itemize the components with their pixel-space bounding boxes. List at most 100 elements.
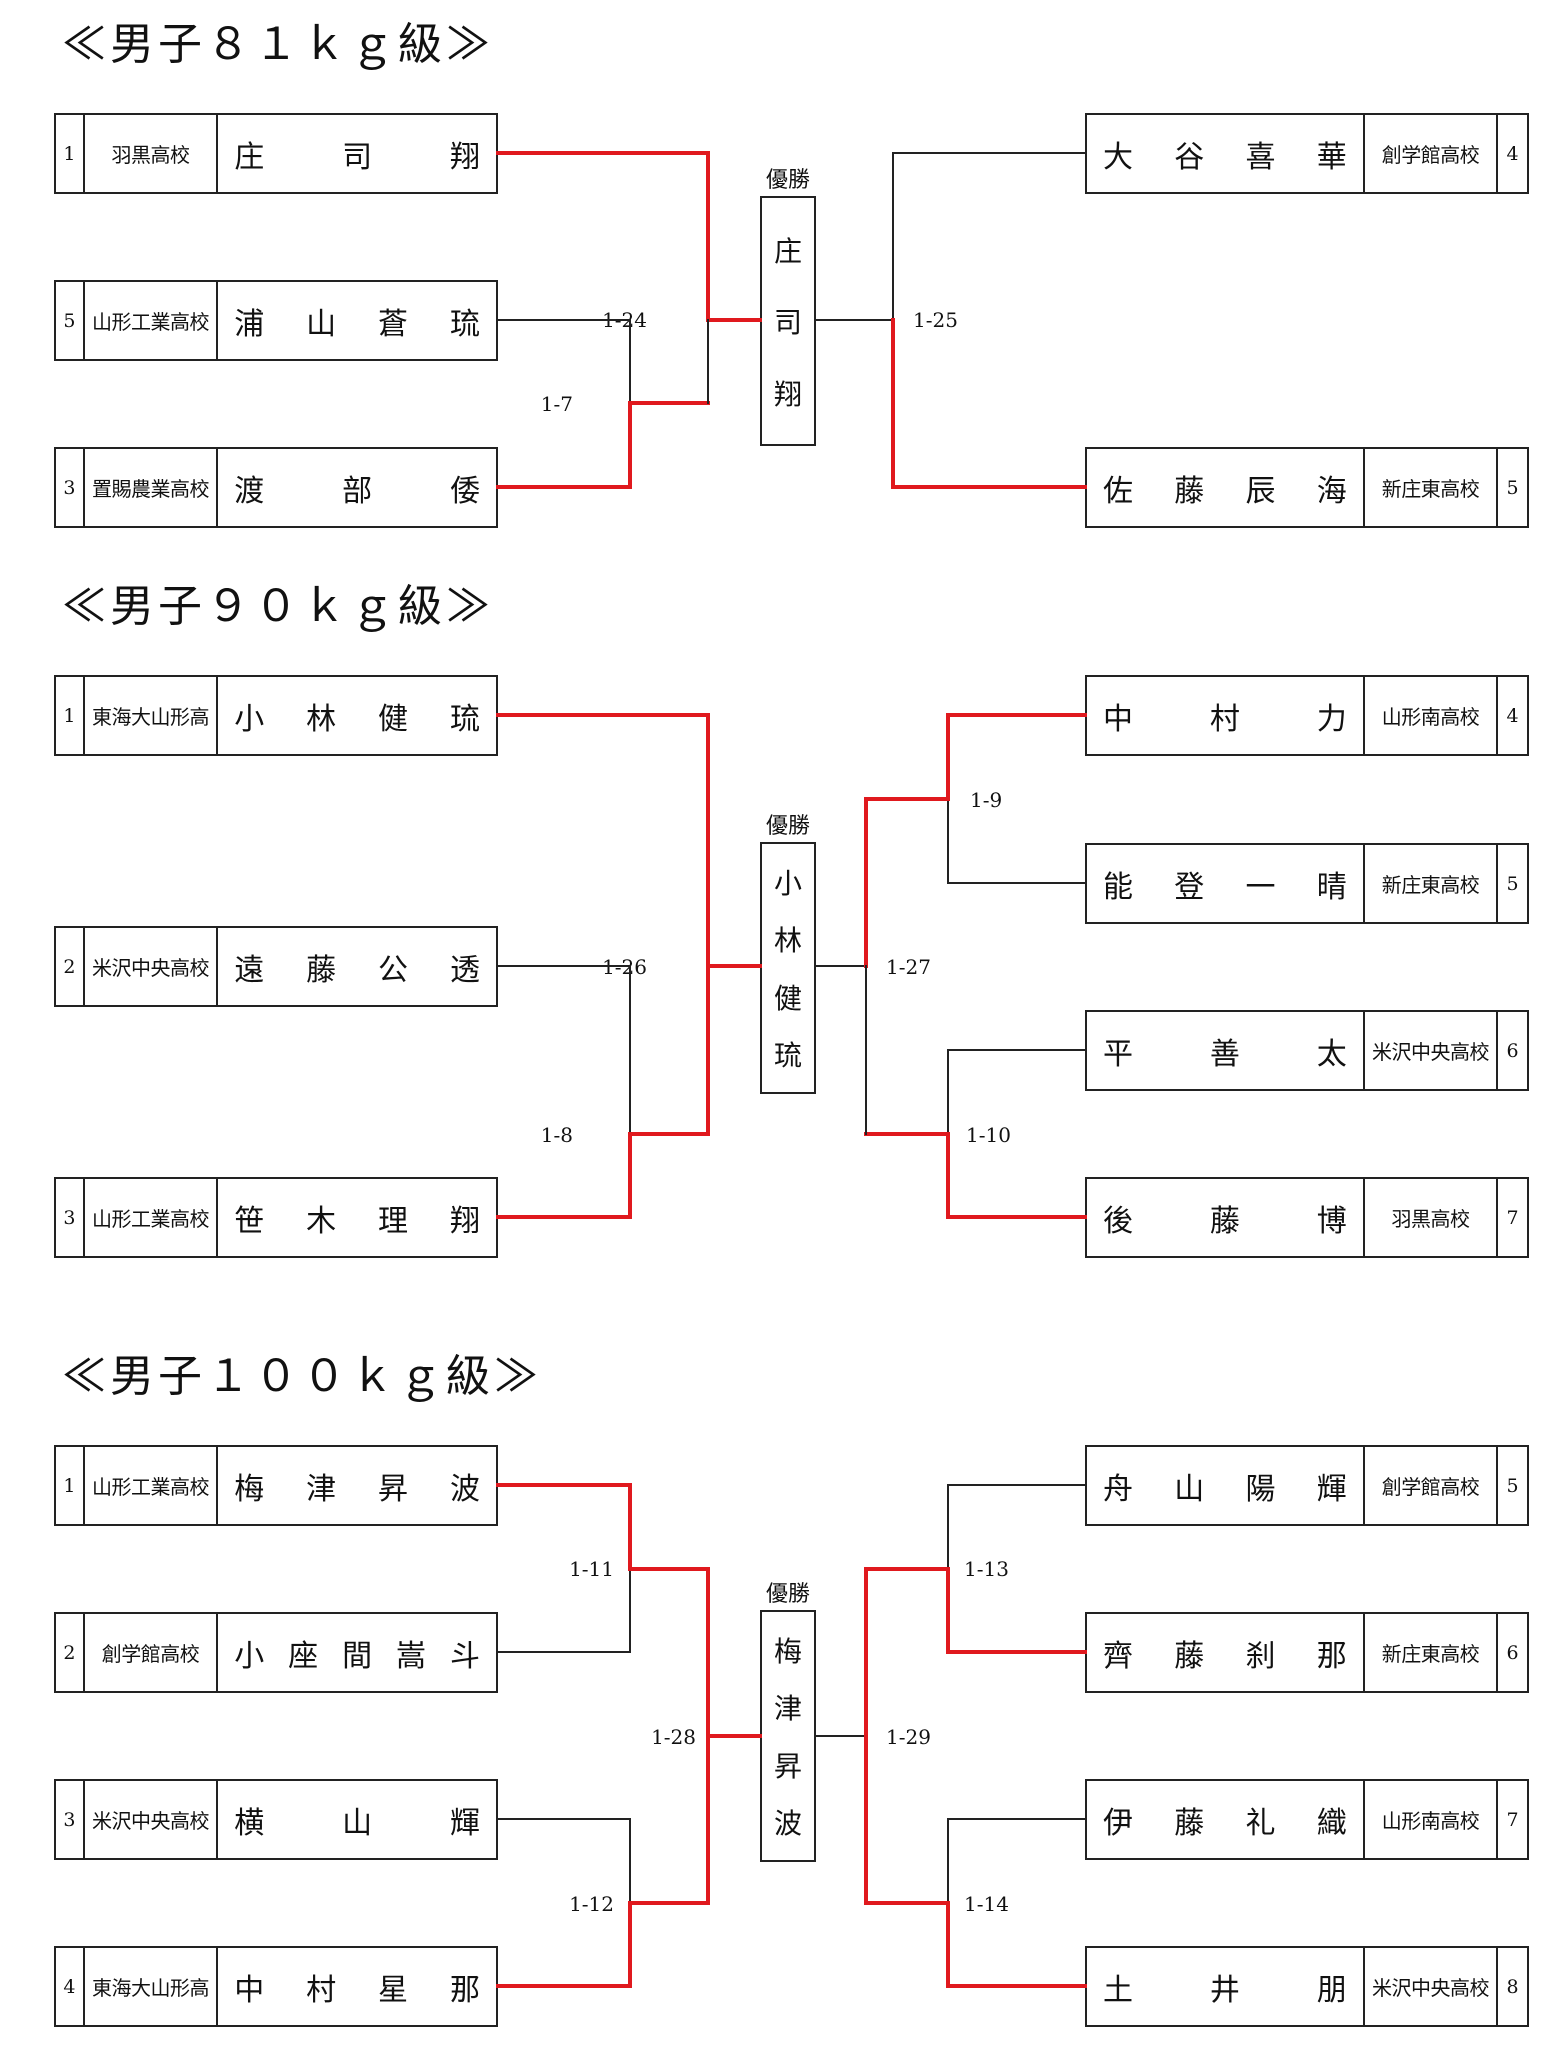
name-char: 太 [1316, 1036, 1347, 1072]
name-char: 渡 [234, 473, 265, 509]
name-char: 蒼 [378, 306, 409, 342]
name-char: 間 [342, 1638, 373, 1674]
school-name: 山形南高校 [1365, 677, 1499, 754]
seed-number: 5 [1506, 476, 1519, 499]
player-name: 土井朋 [1087, 1948, 1365, 2025]
name-char: 公 [378, 952, 409, 988]
name-char: 笹 [234, 1203, 265, 1239]
name-char: 舟 [1103, 1471, 1133, 1507]
school-name: 羽黒高校 [1365, 1179, 1499, 1256]
champion-char: 昇 [773, 1749, 802, 1783]
name-char: 村 [1209, 701, 1240, 737]
player-name: 小座間嵩斗 [218, 1614, 496, 1691]
name-char: 平 [1103, 1036, 1133, 1072]
player-name: 能登一晴 [1087, 845, 1365, 922]
player-name: 平善太 [1087, 1012, 1365, 1089]
name-char: 司 [342, 139, 373, 175]
seed-number: 7 [1506, 1206, 1519, 1229]
seed-number: 6 [1506, 1641, 1519, 1664]
name-char: 中 [234, 1972, 265, 2008]
name-char: 一 [1245, 869, 1276, 905]
match-number: 1-25 [913, 308, 958, 332]
name-char: 山 [306, 306, 337, 342]
player-name: 渡部倭 [218, 449, 496, 526]
match-number: 1-14 [964, 1892, 1009, 1916]
name-char: 藤 [1174, 1805, 1205, 1841]
seed-number: 1 [56, 677, 85, 754]
name-char: 斗 [449, 1638, 480, 1674]
name-char: 木 [306, 1203, 337, 1239]
seed-number: 4 [56, 1948, 85, 2025]
champion-label: 優勝 [765, 814, 810, 839]
name-char: 藤 [306, 952, 337, 988]
name-char: 土 [1103, 1972, 1133, 2008]
school-name: 山形南高校 [1365, 1781, 1499, 1858]
champion-char: 庄 [773, 234, 802, 268]
name-char: 刹 [1245, 1638, 1276, 1674]
player-name: 大谷喜華 [1087, 115, 1365, 192]
name-char: 津 [306, 1471, 337, 1507]
school-name: 創学館高校 [1365, 115, 1499, 192]
champion-char: 林 [773, 924, 802, 958]
champion-box: 小林健琉 [760, 842, 816, 1094]
name-char: 那 [449, 1972, 480, 2008]
name-char: 星 [378, 1972, 409, 2008]
name-char: 博 [1316, 1203, 1347, 1239]
champion-char: 津 [773, 1692, 802, 1726]
name-char: 座 [288, 1638, 319, 1674]
seed-number: 5 [1506, 1474, 1519, 1497]
player-name: 庄司翔 [218, 115, 496, 192]
seed-number: 2 [56, 928, 85, 1005]
name-char: 晴 [1316, 869, 1347, 905]
name-char: 辰 [1245, 473, 1276, 509]
name-char: 大 [1103, 139, 1133, 175]
match-number: 1-27 [886, 955, 931, 979]
school-name: 山形工業高校 [85, 1179, 219, 1256]
seed-number: 1 [56, 1447, 85, 1524]
player-name: 遠藤公透 [218, 928, 496, 1005]
school-name: 羽黒高校 [85, 115, 219, 192]
name-char: 佐 [1103, 473, 1133, 509]
name-char: 藤 [1174, 473, 1205, 509]
name-char: 那 [1316, 1638, 1347, 1674]
school-name: 米沢中央高校 [85, 928, 219, 1005]
school-name: 山形工業高校 [85, 1447, 219, 1524]
player-name: 佐藤辰海 [1087, 449, 1365, 526]
name-char: 齊 [1103, 1638, 1133, 1674]
champion-char: 波 [773, 1807, 802, 1841]
name-char: 梅 [234, 1471, 265, 1507]
champion-char: 翔 [773, 377, 802, 411]
name-char: 輝 [449, 1805, 480, 1841]
name-char: 力 [1316, 701, 1347, 737]
match-number: 1-8 [540, 1123, 573, 1147]
seed-number: 3 [56, 1781, 85, 1858]
school-name: 東海大山形高 [85, 677, 219, 754]
name-char: 山 [342, 1805, 373, 1841]
name-char: 小 [234, 701, 265, 737]
name-char: 嵩 [396, 1638, 427, 1674]
name-char: 透 [449, 952, 480, 988]
name-char: 藤 [1209, 1203, 1240, 1239]
name-char: 善 [1209, 1036, 1240, 1072]
name-char: 林 [306, 701, 337, 737]
name-char: 健 [378, 701, 409, 737]
name-char: 礼 [1245, 1805, 1276, 1841]
name-char: 陽 [1245, 1471, 1276, 1507]
school-name: 新庄東高校 [1365, 1614, 1499, 1691]
name-char: 能 [1103, 869, 1133, 905]
seed-number: 6 [1506, 1039, 1519, 1062]
player-name: 齊藤刹那 [1087, 1614, 1365, 1691]
name-char: 伊 [1103, 1805, 1133, 1841]
player-name: 小林健琉 [218, 677, 496, 754]
